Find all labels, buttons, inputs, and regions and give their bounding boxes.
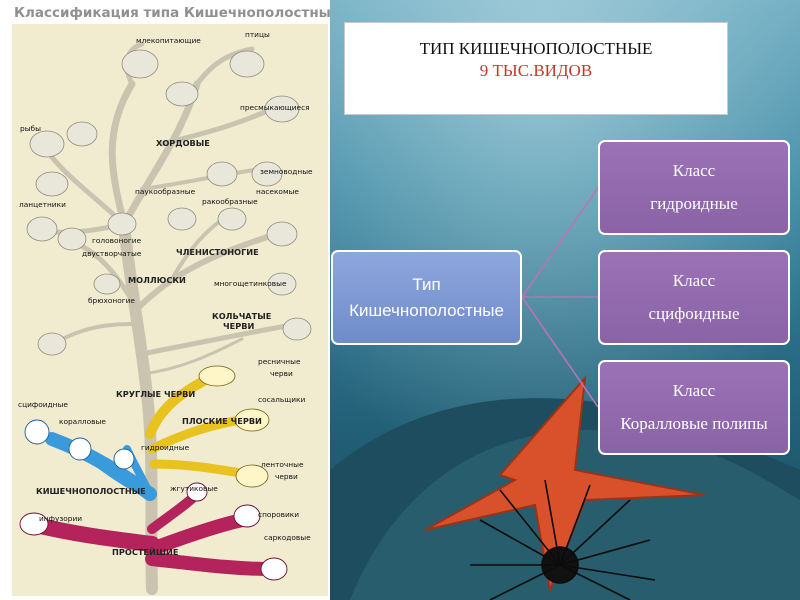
label-bivalves: двустворчатые [82,249,142,258]
classification-tree-panel: Классификация типа Кишечнополостные [0,0,340,600]
label-annelids: КОЛЬЧАТЫЕ [212,311,272,321]
classification-panel: ТИП КИШЕЧНОПОЛОСТНЫЕ 9 ТЫС.ВИДОВ Тип Киш… [330,0,800,600]
tree-illustration: млекопитающие птицы пресмыкающиеся рыбы … [12,24,328,596]
label-infusoria: инфузории [39,514,83,523]
label-polychaetes: многощетинковые [214,279,287,288]
tree-drawing [19,41,312,595]
label-flukes: сосальщики [258,395,306,404]
class-box-coral: Класс Коралловые полипы [598,360,790,455]
label-molluscs: МОЛЛЮСКИ [128,275,186,285]
class-label: Класс [672,161,716,181]
label-annelids-2: ЧЕРВИ [223,321,255,331]
sea-urchin-image [470,479,656,600]
label-coelenterates: КИШЕЧНОПОЛОСТНЫЕ [36,486,146,496]
connector-lines [521,187,599,408]
label-hydroid: гидроидные [141,443,190,452]
header-title: ТИП КИШЕЧНОПОЛОСТНЫЕ [419,39,653,58]
label-sarcodina: саркодовые [264,533,311,542]
class-box-scyphoid: Класс сцифоидные [598,250,790,345]
label-tapeworms-2: черви [275,472,298,481]
header-box: ТИП КИШЕЧНОПОЛОСТНЫЕ 9 ТЫС.ВИДОВ [344,22,728,115]
label-scyphoid: сцифоидные [18,400,68,409]
label-gastropods: брюхоногие [88,296,135,305]
label-ciliated-worms: ресничные [258,357,301,366]
label-arthropods: ЧЛЕНИСТОНОГИЕ [176,247,259,257]
header-species-count: 9 ТЫС.ВИДОВ [479,61,593,80]
label-flagellates: жгутиковые [170,484,218,493]
label-arachnids: паукообразные [135,187,196,196]
tree-title: Классификация типа Кишечнополостные [14,5,341,21]
label-cephalopods: головоногие [92,236,142,245]
class-box-hydroid: Класс гидроидные [598,140,790,235]
label-sporozoans: споровики [258,510,300,519]
label-roundworms: КРУГЛЫЕ ЧЕРВИ [116,389,196,399]
label-protozoa: ПРОСТЕЙШИЕ [112,547,179,557]
root-type-box: Тип Кишечнополостные [331,250,522,345]
label-coral: коралловые [59,417,106,426]
root-type-name: Кишечнополостные [349,300,504,320]
label-fish: рыбы [20,124,41,133]
label-tapeworms: ленточные [261,460,304,469]
class-name: гидроидные [650,193,738,213]
root-type-label: Тип [412,275,441,294]
class-label: Класс [672,271,716,291]
class-name: Коралловые полипы [620,413,768,433]
class-label: Класс [672,381,716,401]
label-ciliated-worms-2: черви [270,369,293,378]
label-reptiles: пресмыкающиеся [240,103,310,112]
label-mammals: млекопитающие [136,36,201,45]
label-chordates: ХОРДОВЫЕ [156,138,210,148]
label-flatworms: ПЛОСКИЕ ЧЕРВИ [182,416,262,426]
class-name: сцифоидные [648,303,740,323]
label-amphibians: земноводные [260,167,313,176]
label-birds: птицы [245,30,270,39]
label-insects: насекомые [256,187,299,196]
label-lancelets: ланцетники [19,200,66,209]
label-crustaceans: ракообразные [202,197,258,206]
